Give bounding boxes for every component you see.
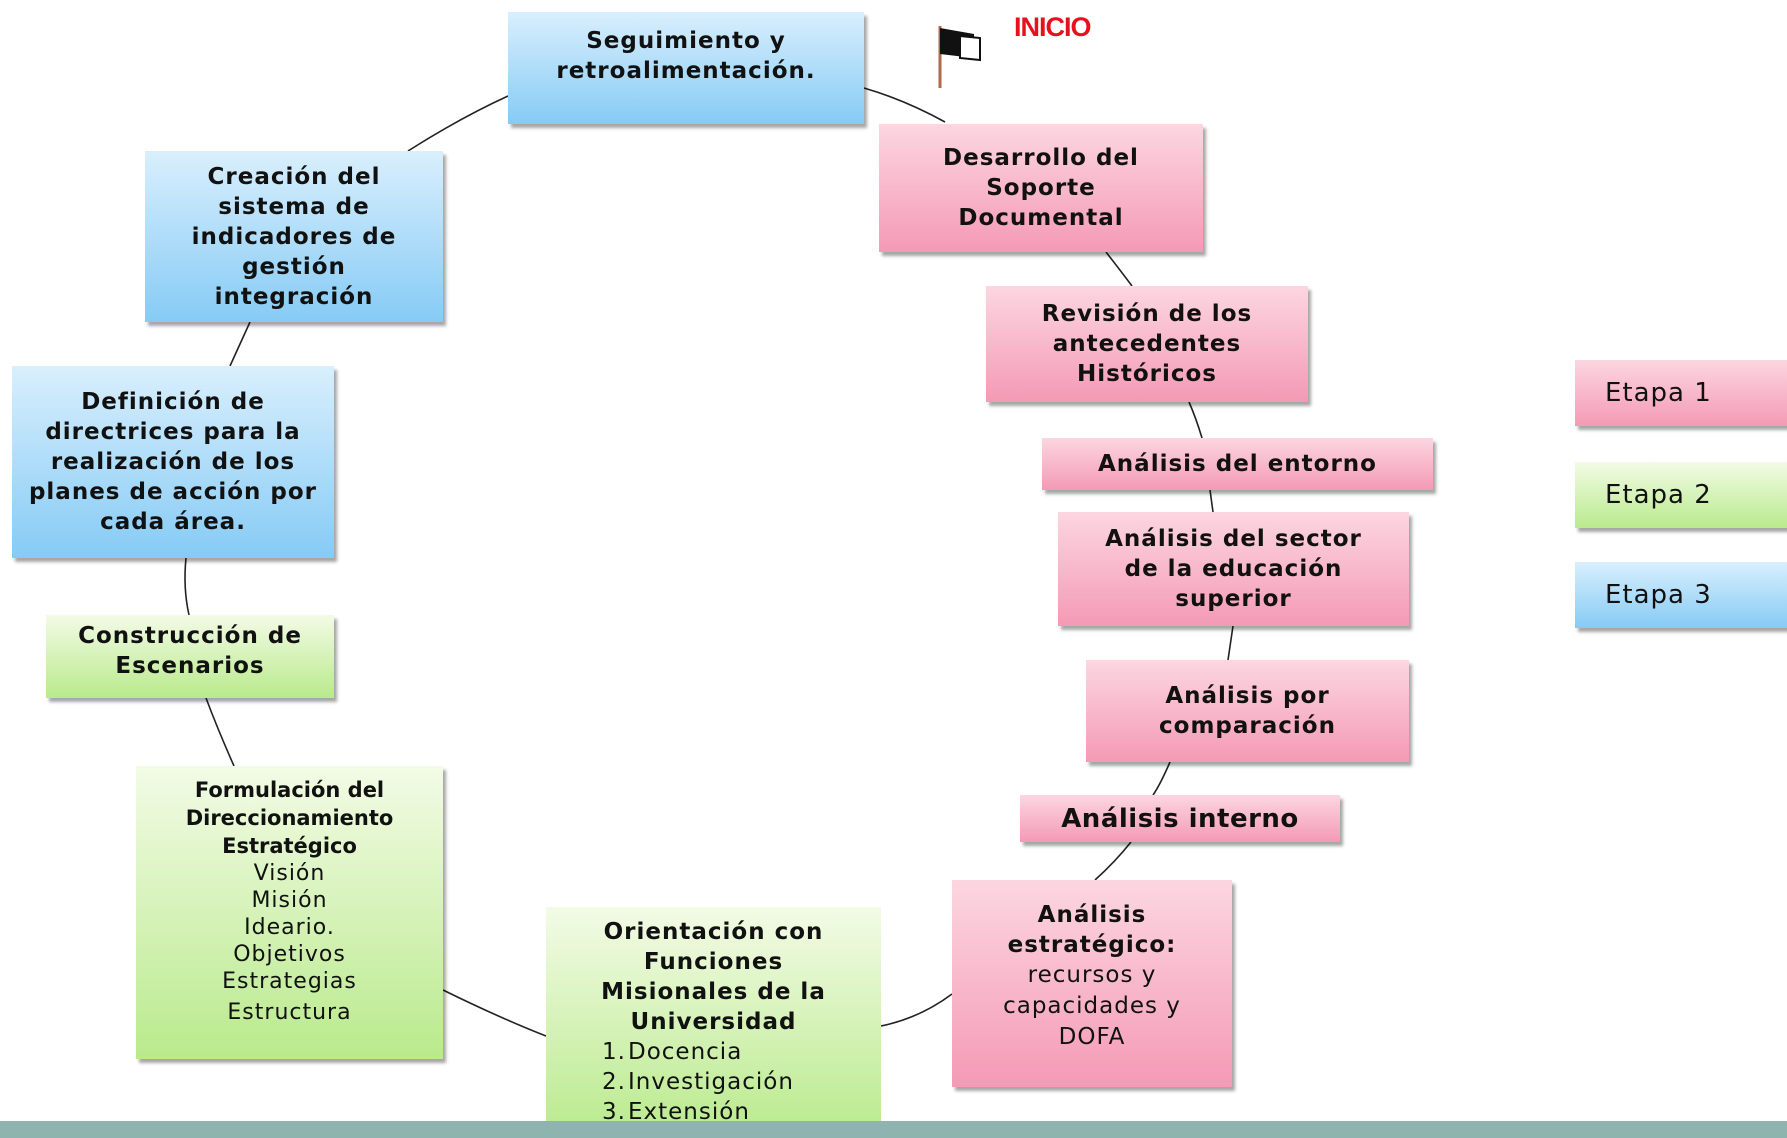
legend-etapa-3: Etapa 3 xyxy=(1575,562,1787,628)
footer-bar xyxy=(0,1121,1787,1138)
node-entorno-label: Análisis del entorno xyxy=(1098,451,1377,477)
connector-desarrollo-revision xyxy=(1105,251,1133,287)
funciones-item: 2.Investigación xyxy=(602,1069,794,1095)
node-directrices-label: Definición de directrices para la realiz… xyxy=(28,389,318,535)
node-interno-label: Análisis interno xyxy=(1061,803,1299,834)
formulacion-item: Objetivos xyxy=(233,942,346,967)
legend-etapa-3-label: Etapa 3 xyxy=(1605,580,1712,610)
node-seguimiento-retroalimentacion: Seguimiento y retroalimentación. xyxy=(508,12,864,124)
node-creacion-indicadores: Creación del sistema de indicadores de g… xyxy=(145,151,443,322)
funciones-item: 3.Extensión xyxy=(602,1099,750,1125)
node-analisis-interno: Análisis interno xyxy=(1020,795,1340,842)
node-revision-antecedentes: Revisión de los antecedentes Históricos xyxy=(986,286,1308,402)
connector-seguimiento-desarrollo xyxy=(863,87,946,123)
formulacion-item: Estructura xyxy=(227,1000,352,1025)
connector-interno-estrategico xyxy=(1094,841,1132,881)
node-comparacion-label: Análisis por comparación xyxy=(1159,683,1336,739)
node-desarrollo-label: Desarrollo del Soporte Documental xyxy=(943,145,1139,231)
node-desarrollo-soporte-documental: Desarrollo del Soporte Documental xyxy=(879,124,1203,252)
formulacion-item: Misión xyxy=(251,888,328,913)
flag-icon xyxy=(938,26,981,88)
legend-etapa-2: Etapa 2 xyxy=(1575,462,1787,528)
connector-directrices-indicadores xyxy=(229,321,251,367)
node-orientacion-funciones: Orientación con Funciones Misionales de … xyxy=(546,907,881,1138)
node-orientacion-title: Orientación con Funciones Misionales de … xyxy=(601,919,826,1035)
funciones-list: 1.Docencia 2.Investigación 3.Extensión xyxy=(582,1037,794,1127)
node-indicadores-label: Creación del sistema de indicadores de g… xyxy=(191,163,397,310)
node-formulacion-direccionamiento: Formulación del Direccionamiento Estraté… xyxy=(136,766,443,1059)
connector-entorno-sector xyxy=(1209,489,1214,513)
formulacion-item: Visión xyxy=(253,861,326,886)
node-analisis-estrategico: Análisis estratégico: recursos y capacid… xyxy=(952,880,1232,1087)
connector-estrategico-orientacion xyxy=(880,993,953,1027)
node-revision-label: Revisión de los antecedentes Históricos xyxy=(1041,301,1253,387)
connector-indicadores-seguimiento xyxy=(407,95,509,152)
start-label: INICIO xyxy=(1014,12,1092,42)
node-sector-label: Análisis del sector de la educación supe… xyxy=(1105,526,1362,612)
formulacion-item: Ideario. xyxy=(244,915,335,940)
connector-orientacion-formulacion xyxy=(442,989,547,1037)
connector-formulacion-escenarios xyxy=(205,697,235,767)
node-seguimiento-label: Seguimiento y retroalimentación. xyxy=(556,28,816,84)
formulacion-item: Estrategias xyxy=(222,969,357,994)
legend-etapa-1-label: Etapa 1 xyxy=(1605,378,1712,408)
node-formulacion-title: Formulación del Direccionamiento Estraté… xyxy=(185,778,394,858)
node-estrategico-body: recursos y capacidades y DOFA xyxy=(1003,962,1181,1050)
node-estrategico-title: Análisis estratégico: xyxy=(1007,902,1177,958)
connector-sector-comparacion xyxy=(1227,625,1234,661)
node-definicion-directrices: Definición de directrices para la realiz… xyxy=(12,366,334,558)
node-analisis-entorno: Análisis del entorno xyxy=(1042,438,1433,490)
funciones-item: 1.Docencia xyxy=(602,1039,743,1065)
legend-etapa-2-label: Etapa 2 xyxy=(1605,480,1712,510)
node-analisis-sector: Análisis del sector de la educación supe… xyxy=(1058,512,1409,626)
node-escenarios-label: Construcción de Escenarios xyxy=(78,623,302,679)
node-analisis-comparacion: Análisis por comparación xyxy=(1086,660,1409,762)
node-construccion-escenarios: Construcción de Escenarios xyxy=(46,615,334,698)
connector-escenarios-directrices xyxy=(184,557,190,616)
legend-etapa-1: Etapa 1 xyxy=(1575,360,1787,426)
connector-revision-entorno xyxy=(1188,401,1203,439)
connector-comparacion-interno xyxy=(1152,761,1171,796)
